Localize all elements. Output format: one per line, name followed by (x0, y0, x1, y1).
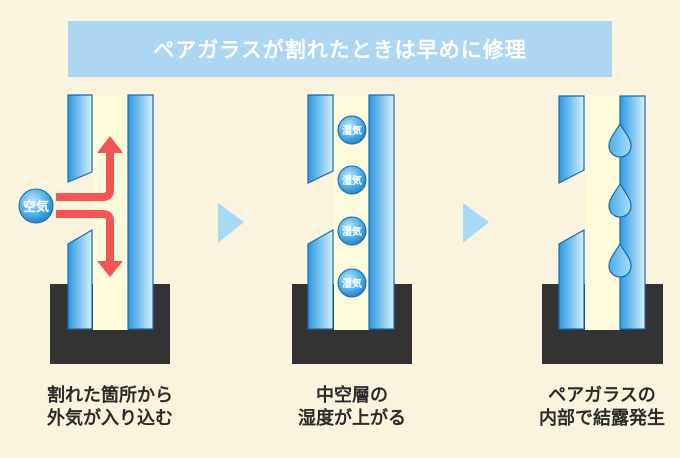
glass-pane-upper-shard (67, 94, 93, 183)
step-arrow-icon (463, 203, 489, 243)
svg-text:湿気: 湿気 (342, 124, 362, 137)
panel-3-condensation (542, 95, 663, 364)
svg-text:湿気: 湿気 (342, 174, 362, 187)
caption-step-1: 割れた箇所から 外気が入り込む (47, 385, 173, 429)
glass-pane-lower-shard (307, 228, 334, 330)
glass-pane-lower-shard (558, 228, 585, 330)
air-arrow-down (56, 210, 114, 262)
caption-step-3: ペアガラスの 内部で結露発生 (539, 385, 665, 429)
humidity-bubble-icon: 湿気 (337, 216, 367, 246)
air-bubble-label: 空気 (23, 199, 49, 215)
glass-pane-right (368, 94, 395, 330)
glass-pane-upper-shard (558, 95, 585, 184)
title-text: ペアガラスが割れたときは早めに修理 (153, 38, 527, 62)
humidity-bubble-icon: 湿気 (337, 115, 367, 145)
caption-step-2: 中空層の 湿度が上がる (298, 385, 406, 429)
glass-pane-right (127, 94, 154, 330)
svg-text:湿気: 湿気 (342, 225, 362, 238)
air-arrow-up (56, 152, 114, 201)
panel-2-humidity: 湿気 湿気 湿気 湿気 (292, 94, 412, 364)
arrow-head-down (97, 261, 123, 277)
water-droplet-icon (608, 182, 632, 218)
frame-inner-dark (308, 330, 395, 339)
glass-pane-lower-shard (67, 228, 93, 330)
water-droplet-icon (608, 242, 632, 278)
title-banner: ペアガラスが割れたときは早めに修理 (68, 21, 612, 77)
panel-1-cracked-glass: 空気 (18, 94, 170, 364)
humidity-bubble-icon: 湿気 (337, 268, 367, 298)
step-arrow-icon (218, 203, 244, 243)
glass-pane-upper-shard (307, 94, 334, 184)
humidity-bubble-icon: 湿気 (337, 165, 367, 195)
svg-text:湿気: 湿気 (342, 277, 362, 290)
frame-inner-dark (559, 330, 646, 339)
frame-inner-dark (68, 330, 153, 339)
water-droplet-icon (608, 122, 632, 158)
arrow-head-up (97, 136, 123, 153)
air-bubble-icon (18, 188, 54, 224)
